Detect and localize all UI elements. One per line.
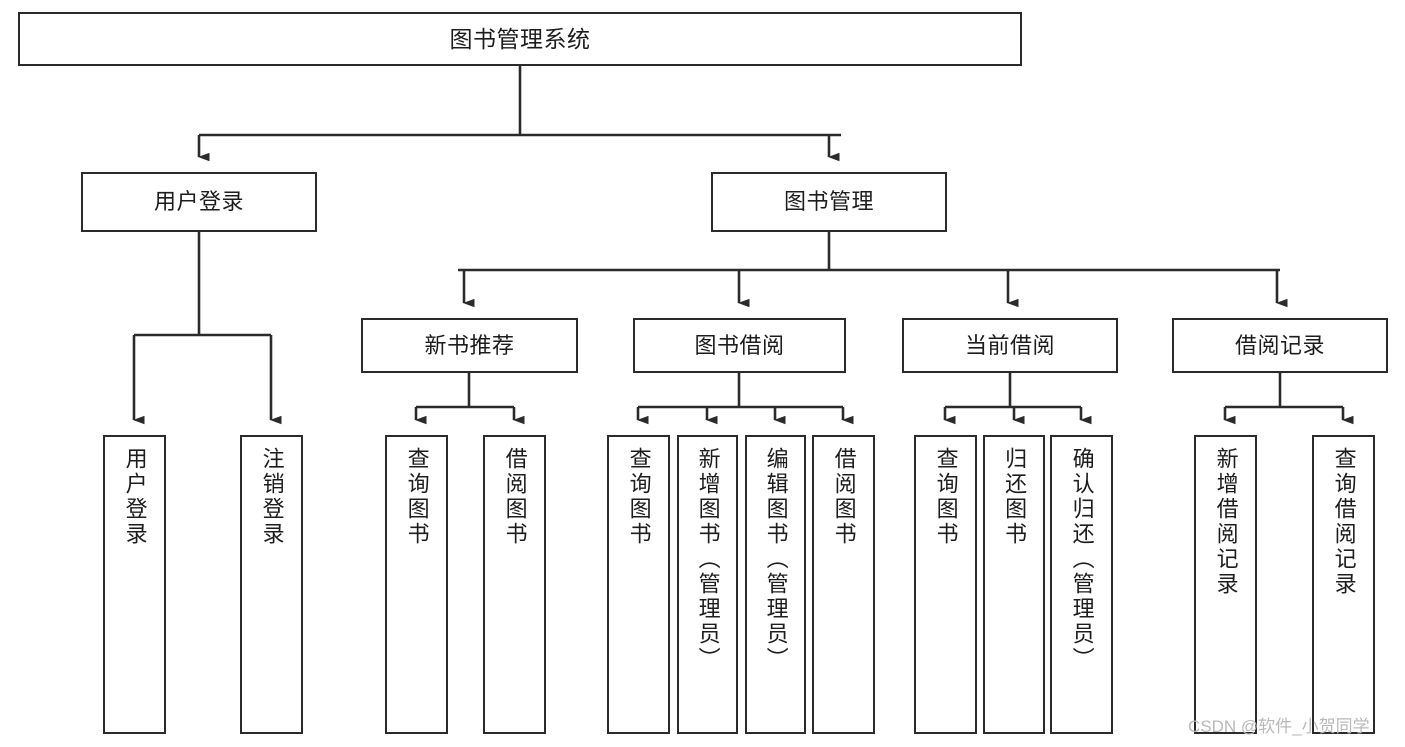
node-leaf-logout-label: 注销登录 [259, 447, 285, 547]
node-leaf-add-borrow-record-label: 新增借阅记录 [1213, 447, 1239, 597]
node-new-book-recommend[interactable]: 新书推荐 [361, 318, 578, 373]
node-leaf-query-book-current[interactable]: 查询图书 [914, 435, 977, 734]
node-user-login-label: 用户登录 [153, 189, 244, 215]
node-leaf-borrow-book-recommend[interactable]: 借阅图书 [483, 435, 546, 734]
node-leaf-return-book-label: 归还图书 [1002, 447, 1028, 547]
node-leaf-query-borrow-record-label: 查询借阅记录 [1331, 447, 1357, 597]
node-leaf-edit-book-admin-label: 编辑图书（管理员） [763, 447, 789, 672]
node-borrow-records-label: 借阅记录 [1234, 332, 1325, 358]
node-leaf-borrow-book[interactable]: 借阅图书 [812, 435, 875, 734]
node-leaf-edit-book-admin[interactable]: 编辑图书（管理员） [745, 435, 806, 734]
node-book-management[interactable]: 图书管理 [711, 172, 947, 232]
node-leaf-confirm-return-admin-label: 确认归还（管理员） [1069, 447, 1095, 672]
node-book-borrow-label: 图书借阅 [694, 332, 785, 358]
node-leaf-borrow-book-label: 借阅图书 [831, 447, 857, 547]
node-leaf-query-book-recommend[interactable]: 查询图书 [385, 435, 448, 734]
node-leaf-add-book-admin[interactable]: 新增图书（管理员） [677, 435, 738, 734]
node-book-management-label: 图书管理 [783, 189, 874, 215]
node-current-borrow-label: 当前借阅 [964, 332, 1055, 358]
node-leaf-user-login[interactable]: 用户登录 [103, 435, 166, 734]
node-leaf-borrow-book-recommend-label: 借阅图书 [502, 447, 528, 547]
node-root[interactable]: 图书管理系统 [18, 12, 1022, 66]
node-leaf-query-borrow-record[interactable]: 查询借阅记录 [1312, 435, 1375, 734]
node-leaf-confirm-return-admin[interactable]: 确认归还（管理员） [1050, 435, 1113, 734]
node-new-book-recommend-label: 新书推荐 [424, 332, 515, 358]
node-leaf-add-borrow-record[interactable]: 新增借阅记录 [1194, 435, 1257, 734]
node-current-borrow[interactable]: 当前借阅 [902, 318, 1118, 373]
node-leaf-query-book-borrow[interactable]: 查询图书 [607, 435, 670, 734]
node-user-login[interactable]: 用户登录 [81, 172, 317, 232]
node-leaf-logout[interactable]: 注销登录 [240, 435, 303, 734]
node-leaf-query-book-recommend-label: 查询图书 [404, 447, 430, 547]
node-leaf-add-book-admin-label: 新增图书（管理员） [695, 447, 721, 672]
node-leaf-return-book[interactable]: 归还图书 [983, 435, 1045, 734]
node-root-label: 图书管理系统 [449, 25, 591, 52]
csdn-watermark: CSDN @软件_小贺同学 [1188, 717, 1370, 736]
node-leaf-query-book-borrow-label: 查询图书 [626, 447, 652, 547]
node-borrow-records[interactable]: 借阅记录 [1172, 318, 1388, 373]
node-leaf-query-book-current-label: 查询图书 [933, 447, 959, 547]
node-book-borrow[interactable]: 图书借阅 [633, 318, 846, 373]
node-leaf-user-login-label: 用户登录 [122, 447, 148, 547]
